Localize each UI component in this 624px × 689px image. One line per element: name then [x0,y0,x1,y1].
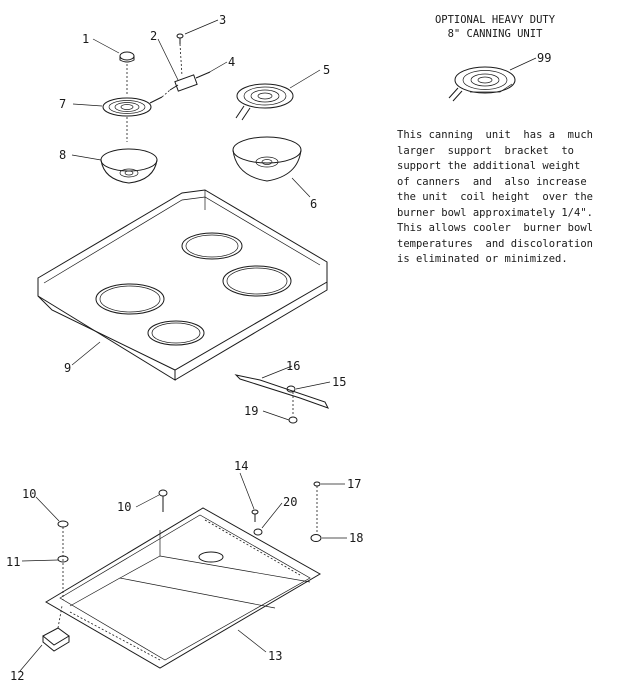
cooktop-part-9 [37,189,328,381]
description-line: is eliminated or minimized. [397,253,568,265]
description-line: This allows cooler burner bowl [397,222,593,234]
callout-4: 4 [228,55,235,69]
callout-14: 14 [234,459,248,473]
description-line: of canners and also increase [397,175,587,188]
bracket-part-16 [234,374,330,409]
callout-15: 15 [332,375,346,389]
callout-17: 17 [347,477,361,491]
callout-19: 19 [244,404,258,418]
callout-9: 9 [64,361,71,375]
screw-part-15 [286,385,296,393]
callout-6: 6 [310,197,317,211]
callout-99: 99 [537,51,551,65]
callout-12: 12 [10,669,24,683]
callout-1: 1 [82,32,89,46]
screw-part-10-center [158,489,168,512]
callout-3: 3 [219,13,226,27]
clip-part-11 [57,555,69,563]
washer-part-20 [253,528,263,536]
description-line: support the additional weight [397,160,581,172]
description-line: temperatures and discoloration [397,237,593,250]
callout-7: 7 [59,97,66,111]
callout-10-left: 10 [22,487,36,501]
canning-unit-part-99 [448,66,516,102]
callout-11: 11 [6,555,20,569]
title-line-1: OPTIONAL HEAVY DUTY [434,14,556,26]
burner-box-part-13 [45,507,322,669]
screw-part-17 [313,481,321,532]
surface-element-small-part-7 [102,96,163,142]
description-line: the unit coil height over the [397,191,593,203]
terminal-block-part-4 [161,71,211,98]
nut-part-18 [310,534,322,542]
callout-16: 16 [286,359,300,373]
callout-numbers: 1 2 3 4 5 7 8 6 9 99 16 15 19 10 10 14 2… [6,13,551,683]
knob-part-1 [119,51,135,96]
callout-2: 2 [150,29,157,43]
callout-18: 18 [349,531,363,545]
screw-part-10-left [57,520,69,600]
description-line: This canning unit has a much [397,129,593,141]
description-line: larger support bracket to [397,144,575,157]
surface-element-large-part-5 [235,83,294,121]
block-part-12 [42,605,70,652]
canning-unit-description: This canning unit has a much larger supp… [397,128,607,268]
title-line-2: 8" CANNING UNIT [447,28,543,40]
description-line: burner bowl approximately 1/4". [397,206,593,219]
callout-10-center: 10 [117,500,131,514]
drip-bowl-large-part-6 [232,136,302,182]
callout-5: 5 [323,63,330,77]
callout-8: 8 [59,148,66,162]
leader-lines [19,19,537,672]
callout-20: 20 [283,495,297,509]
drip-bowl-small-part-8 [100,148,158,184]
canning-unit-title: OPTIONAL HEAVY DUTY 8" CANNING UNIT [420,13,570,41]
screw-part-3 [176,33,184,77]
screw-part-14 [251,509,259,522]
callout-13: 13 [268,649,282,663]
